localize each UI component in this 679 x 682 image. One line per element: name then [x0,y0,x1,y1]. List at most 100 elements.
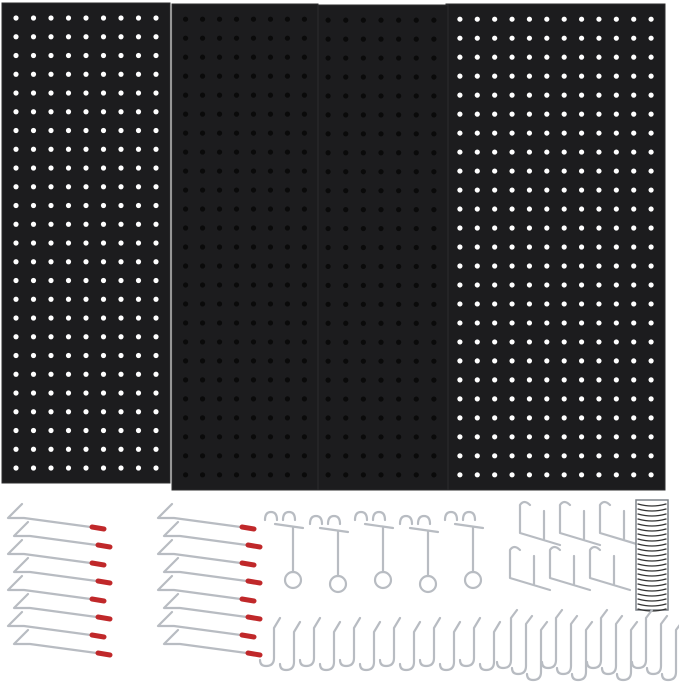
peg-hole [83,465,89,471]
peg-hole [431,55,437,61]
peg-hole [492,187,498,193]
peg-hole [83,221,89,227]
peg-hole [648,434,654,440]
peg-hole [413,55,419,61]
peg-hole [457,263,463,269]
peg-hole [378,188,384,194]
peg-hole [526,244,533,250]
peg-hole [100,315,107,321]
peg-hole [83,146,89,152]
peg-hole [413,112,419,118]
peg-hole [360,472,366,478]
peg-hole [544,187,550,193]
peg-hole [135,165,142,171]
peg-hole [153,352,159,359]
peg-hole [48,165,54,171]
peg-hole [509,35,515,41]
peg-hole [250,168,257,174]
peg-hole [199,396,206,402]
peg-hole [267,168,274,174]
peg-hole [267,339,274,345]
peg-hole [648,396,654,402]
peg-hole [578,92,585,98]
peg-hole [509,16,515,22]
peg-hole [301,206,308,212]
peg-hole [153,371,159,377]
peg-hole [118,427,124,434]
hook-wire [12,520,106,548]
peg-hole [100,71,107,77]
peg-hole [631,149,637,155]
peg-hole [153,277,159,284]
peg-hole [100,90,107,96]
straight-hook [6,574,107,604]
peg-hole [135,296,142,302]
peg-hole [396,17,402,23]
peg-hole [284,92,291,98]
peg-hole [509,434,515,440]
clip [637,533,667,537]
peg-hole [267,320,274,326]
peg-hole [182,54,189,60]
peg-hole [48,277,54,284]
peg-hole [267,111,274,117]
peg-hole [250,320,257,326]
peg-hole [118,34,124,40]
j-hook [645,614,669,676]
peg-hole [199,16,206,22]
hook-wire [156,610,250,638]
peg-hole [509,92,515,98]
peg-hole [182,453,189,459]
j-hook [458,616,482,668]
j-hook [298,616,322,668]
peg-hole [378,131,384,137]
peg-hole [30,146,37,152]
peg-hole [267,149,274,155]
peg-hole [578,149,585,155]
peg-hole [325,339,331,345]
peg-hole [474,54,480,60]
peg-hole [153,240,159,246]
peg-hole [613,301,619,307]
peg-hole [544,320,550,326]
peg-hole [561,73,567,79]
peg-hole [396,244,402,251]
peg-hole [233,187,240,193]
pegboard-panel [171,3,319,491]
peg-hole [631,187,637,193]
peg-hole [648,301,654,307]
peg-hole [561,54,567,60]
peg-hole [474,187,480,193]
peg-hole [492,282,498,288]
peg-hole [267,16,274,22]
peg-hole [13,127,19,134]
peg-hole [301,73,308,79]
peg-hole [153,90,159,96]
peg-hole [233,168,240,174]
peg-hole [431,320,437,326]
peg-hole [83,34,89,40]
peg-hole [267,301,274,307]
j-hook [600,614,624,676]
peg-hole [65,334,72,340]
peg-hole [13,90,19,96]
peg-hole [613,54,619,60]
peg-hole [250,301,257,307]
peg-hole [100,109,107,115]
peg-hole [325,150,331,156]
peg-hole [48,221,54,227]
peg-hole [431,434,437,440]
peg-hole [457,282,463,288]
peg-hole [474,111,480,117]
peg-hole [631,54,637,60]
peg-hole [199,434,206,440]
clip [637,513,667,517]
peg-hole [48,202,54,209]
j-hook [555,614,579,676]
peg-hole [431,36,437,42]
straight-hook [12,556,113,586]
peg-hole [360,131,366,137]
peg-hole [413,377,419,383]
peg-hole [648,472,654,478]
peg-hole [378,225,384,232]
